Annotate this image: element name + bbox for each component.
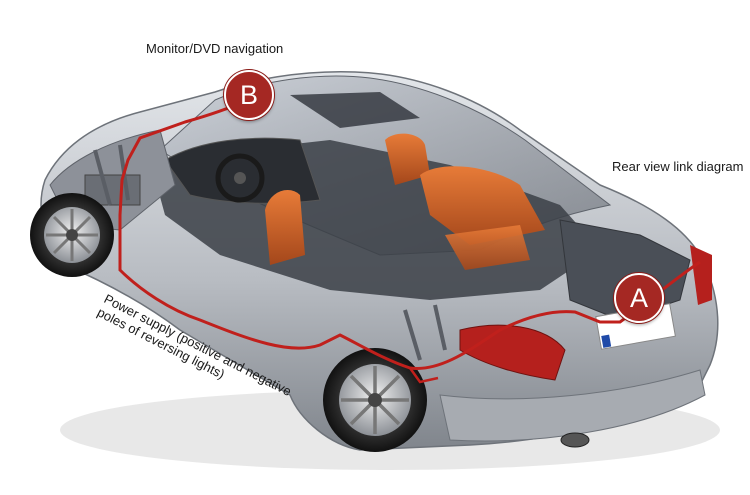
- front-seat-right: [385, 133, 430, 185]
- monitor-dvd-navigation-label: Monitor/DVD navigation: [146, 41, 284, 56]
- tail-light-right: [690, 245, 712, 305]
- front-seat: [265, 190, 305, 265]
- marker-b-badge: B: [224, 70, 274, 120]
- dashboard: [164, 137, 321, 204]
- sunroof: [290, 92, 420, 128]
- wiring-harness: [118, 98, 701, 370]
- rear-seat-2: [445, 225, 530, 270]
- rear-bumper: [439, 369, 706, 442]
- marker-a-badge: A: [614, 273, 664, 323]
- rear-wheel: [323, 348, 427, 452]
- rear-view-link-diagram-label: Rear view link diagram: [612, 159, 744, 174]
- rear-seat: [420, 166, 545, 245]
- steering-wheel-icon: [215, 153, 265, 203]
- front-wheel: [30, 193, 114, 277]
- exhaust-pipe: [560, 432, 590, 448]
